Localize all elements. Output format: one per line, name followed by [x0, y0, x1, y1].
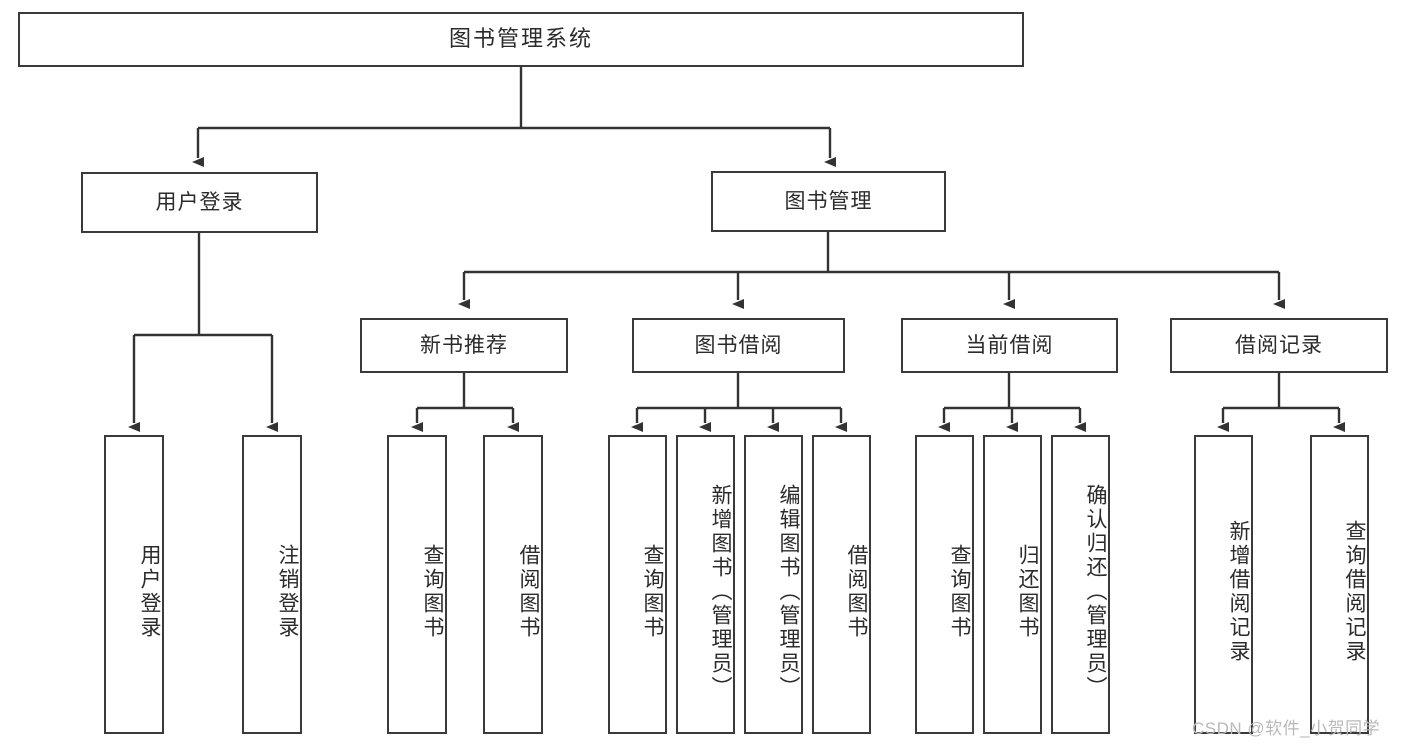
node-leaf-add-record[interactable]: 新增借阅记录 — [1194, 435, 1253, 734]
node-label: 图书借阅 — [694, 333, 783, 357]
node-label: 编辑图书（管理员） — [777, 483, 800, 700]
node-leaf-query-record[interactable]: 查询借阅记录 — [1310, 435, 1369, 734]
node-leaf-add-book[interactable]: 新增图书（管理员） — [676, 435, 735, 734]
node-label: 归还图书 — [1016, 543, 1039, 640]
node-label: 用户登录 — [138, 543, 161, 640]
node-borrow-record[interactable]: 借阅记录 — [1170, 318, 1388, 373]
node-user-login[interactable]: 用户登录 — [81, 172, 318, 233]
node-leaf-return-book[interactable]: 归还图书 — [983, 435, 1042, 734]
node-book-management-system[interactable]: 图书管理系统 — [18, 12, 1024, 67]
node-label: 借阅图书 — [517, 543, 540, 640]
node-label: 确认归还（管理员） — [1084, 483, 1107, 700]
node-leaf-query-book-3[interactable]: 查询图书 — [915, 435, 974, 734]
node-leaf-borrow-book-1[interactable]: 借阅图书 — [483, 435, 543, 734]
node-label: 查询借阅记录 — [1343, 519, 1366, 664]
node-new-book-recommend[interactable]: 新书推荐 — [360, 318, 568, 373]
node-book-borrow[interactable]: 图书借阅 — [632, 318, 845, 373]
node-label: 图书管理 — [784, 189, 873, 213]
node-current-borrow[interactable]: 当前借阅 — [901, 318, 1118, 373]
node-book-management[interactable]: 图书管理 — [711, 171, 946, 232]
node-leaf-logout-login[interactable]: 注销登录 — [242, 435, 302, 734]
node-label: 当前借阅 — [965, 333, 1054, 357]
node-leaf-query-book-1[interactable]: 查询图书 — [387, 435, 447, 734]
node-label: 注销登录 — [276, 543, 299, 640]
node-label: 借阅图书 — [845, 543, 868, 640]
node-leaf-confirm-return[interactable]: 确认归还（管理员） — [1051, 435, 1110, 734]
node-label: 新增图书（管理员） — [709, 483, 732, 700]
node-label: 新增借阅记录 — [1227, 519, 1250, 664]
node-leaf-edit-book[interactable]: 编辑图书（管理员） — [744, 435, 803, 734]
node-leaf-borrow-book-2[interactable]: 借阅图书 — [812, 435, 871, 734]
node-label: 借阅记录 — [1235, 333, 1323, 357]
csdn-watermark: CSDN @软件_小贺同学 — [1192, 719, 1381, 738]
node-label: 新书推荐 — [420, 333, 508, 357]
node-label: 用户登录 — [155, 190, 244, 214]
node-label: 查询图书 — [641, 543, 664, 640]
node-leaf-user-login[interactable]: 用户登录 — [104, 435, 164, 734]
node-leaf-query-book-2[interactable]: 查询图书 — [608, 435, 667, 734]
node-label: 图书管理系统 — [448, 26, 593, 52]
node-label: 查询图书 — [421, 543, 444, 640]
node-label: 查询图书 — [948, 543, 971, 640]
